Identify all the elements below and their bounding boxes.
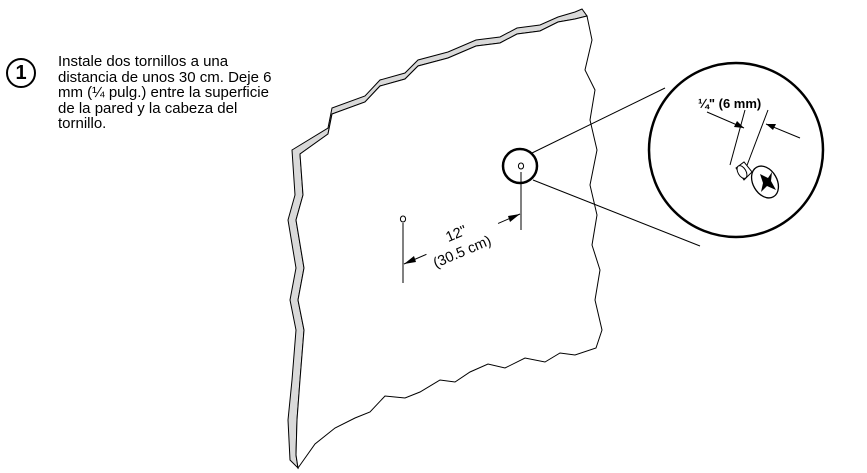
- spacing-dimension: 12" (30.5 cm): [403, 208, 521, 278]
- instruction-line-2: distancia de unos 30 cm. Deje 6: [58, 68, 272, 86]
- callout-line-bottom: [532, 179, 701, 247]
- instruction-line-3: mm (¼ pulg.) entre la superficie: [58, 84, 269, 101]
- instruction-line-1: Instale dos tornillos a una: [58, 53, 229, 70]
- step-number-badge: 1: [6, 58, 36, 88]
- magnifier-circle: [501, 147, 539, 185]
- right-screw: [517, 162, 525, 230]
- detail-screw: [729, 109, 780, 199]
- instruction-line-5: tornillo.: [58, 115, 107, 132]
- detail-circle: [647, 61, 825, 239]
- gap-label: ¼" (6 mm): [698, 96, 761, 111]
- step-number: 1: [15, 62, 27, 84]
- instruction-text: Instale dos tornillos a una distancia de…: [58, 54, 298, 132]
- gap-dimension: [706, 111, 801, 139]
- instruction-line-4: de la pared y la cabeza del: [58, 99, 238, 117]
- callout-line-top: [531, 87, 666, 154]
- left-screw: [399, 215, 407, 283]
- spacing-label-imperial: 12": [444, 223, 470, 246]
